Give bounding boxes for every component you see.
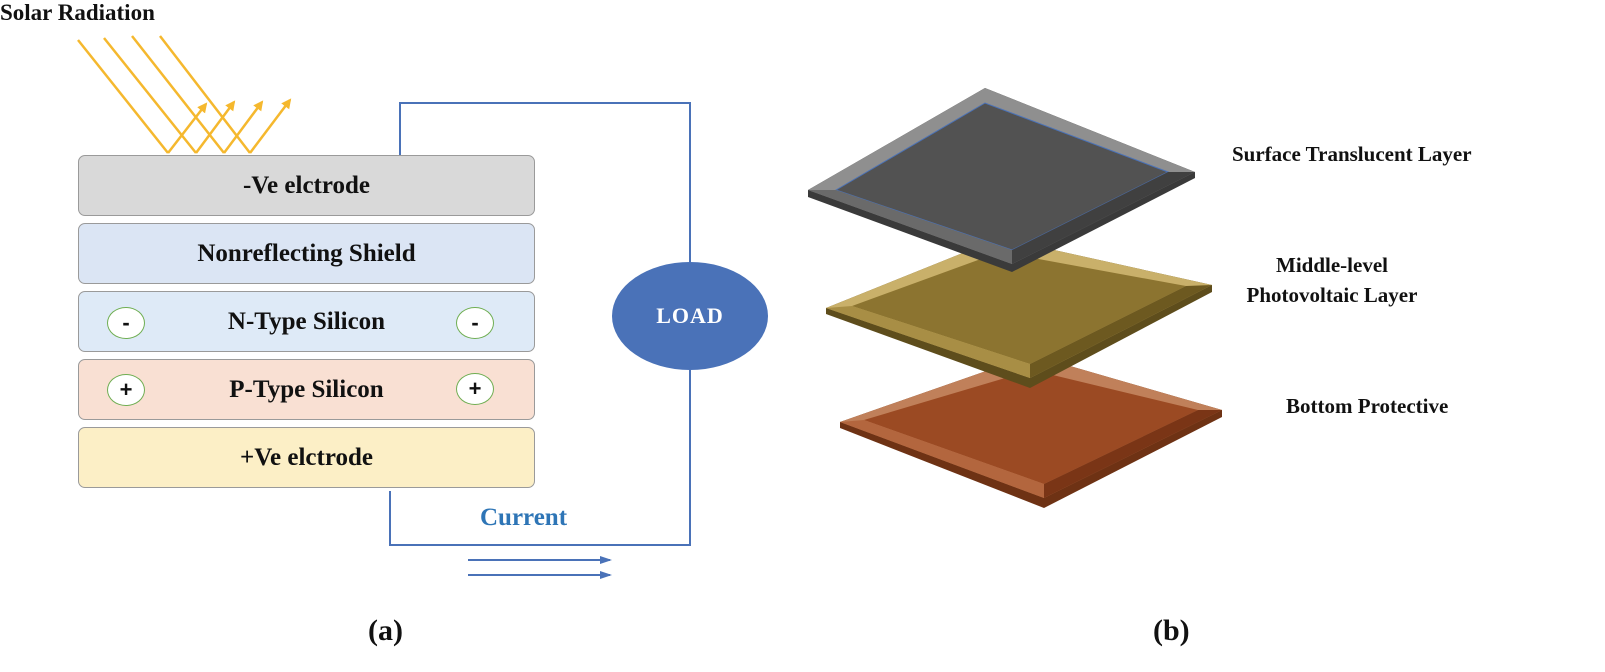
incoming-ray [77,39,169,154]
reflected-ray [194,100,236,154]
bottom-protective-layer-graphic [840,355,1222,508]
load-node: LOAD [612,262,768,370]
incoming-ray [159,35,251,154]
surface-translucent-layer-graphic [808,88,1195,272]
current-label: Current [480,504,568,531]
reflected-ray [222,100,264,154]
layer-negative-electrode: -Ve elctrode [78,155,535,216]
circuit-wire [389,102,691,546]
incoming-ray [103,37,197,154]
bottom-layer-label: Bottom Protective [1286,394,1449,418]
incoming-ray [131,35,225,154]
positive-charge-icon: + [456,373,494,405]
current-arrows [468,556,612,579]
incoming-rays [77,35,251,154]
caption-b: (b) [1153,614,1190,647]
photovoltaic-layer-label: Middle-level Photovoltaic Layer [1246,253,1418,307]
surface-layer-label: Surface Translucent Layer [1232,142,1472,166]
reflected-ray [167,102,208,154]
reflected-ray [249,98,292,154]
middle-photovoltaic-layer-graphic [826,238,1212,388]
layer-label: P-Type Silicon [229,375,384,403]
layer-label: +Ve elctrode [240,443,373,471]
layer-label: Nonreflecting Shield [197,239,416,267]
layer-label: -Ve elctrode [242,171,371,199]
caption-a: (a) [368,614,403,647]
negative-charge-icon: - [107,307,145,339]
layer-nonreflecting-shield: Nonreflecting Shield [78,223,535,284]
positive-charge-icon: + [107,374,145,406]
negative-charge-icon: - [456,307,494,339]
solar-radiation-title: Solar Radiation [0,0,155,25]
layer-positive-electrode: +Ve elctrode [78,427,535,488]
layer-label: N-Type Silicon [227,307,386,335]
reflected-rays [167,98,292,154]
